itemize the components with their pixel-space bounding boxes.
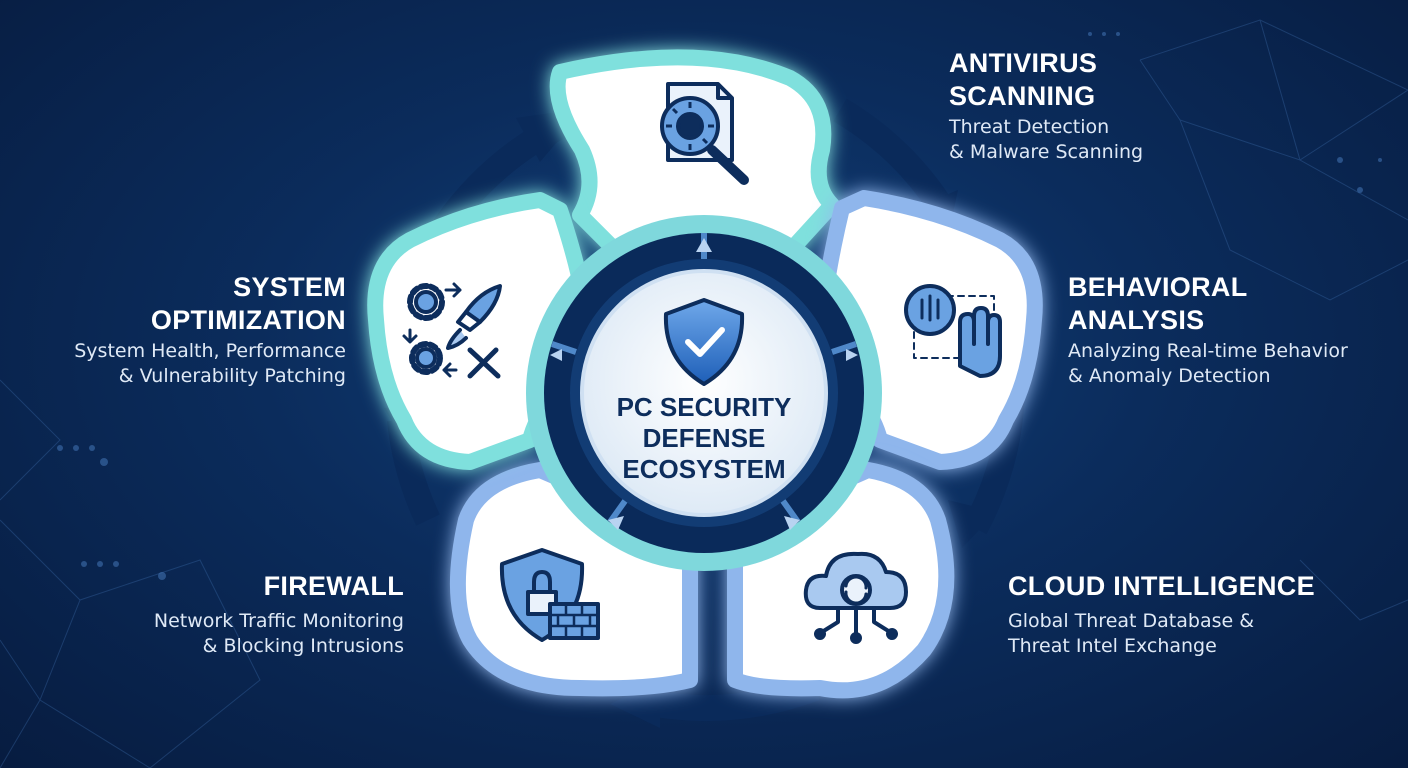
module-description: Analyzing Real-time Behavior [1068, 340, 1348, 362]
module-description: Global Threat Database & [1008, 610, 1255, 632]
shield-check-icon [663, 298, 745, 386]
module-description: Threat Detection [949, 116, 1110, 138]
gears-rocket-tools-icon [402, 282, 502, 379]
hand-stop-icon [904, 284, 1002, 378]
center-title-line: DEFENSE [642, 423, 766, 453]
center-title-line: PC SECURITY [616, 392, 792, 422]
module-title: FIREWALL [263, 571, 404, 601]
module-title: SYSTEM [233, 272, 346, 302]
module-title: BEHAVIORAL [1068, 272, 1248, 302]
module-description: & Malware Scanning [949, 141, 1144, 163]
caption-optimization: SYSTEM OPTIMIZATION System Health, Perfo… [46, 271, 346, 389]
module-title: ANTIVIRUS [949, 48, 1098, 78]
caption-firewall: FIREWALL Network Traffic Monitoring & Bl… [104, 570, 404, 659]
background-dots [57, 32, 1382, 580]
module-description: & Blocking Intrusions [202, 635, 404, 657]
center-hub [580, 269, 828, 517]
background-network-lines [0, 19, 1408, 768]
module-title: ANALYSIS [1068, 305, 1205, 335]
shield-lock-brick-wall-icon [499, 548, 600, 642]
module-description: & Vulnerability Patching [118, 365, 346, 387]
cloud-sync-icon [803, 551, 908, 644]
module-petal-antivirus[interactable] [549, 49, 840, 283]
module-description: & Anomaly Detection [1068, 365, 1271, 387]
caption-cloud: CLOUD INTELLIGENCE Global Threat Databas… [1008, 570, 1315, 659]
module-description: Network Traffic Monitoring [153, 610, 404, 632]
caption-antivirus: ANTIVIRUS SCANNING Threat Detection & Ma… [949, 47, 1143, 165]
caption-behavioral: BEHAVIORAL ANALYSIS Analyzing Real-time … [1068, 271, 1348, 389]
virus-scan-magnifier-icon [660, 82, 749, 185]
module-title: OPTIMIZATION [150, 305, 346, 335]
arrowhead-right [948, 500, 996, 548]
center-title-line: ECOSYSTEM [622, 454, 786, 484]
module-title: CLOUD INTELLIGENCE [1008, 571, 1315, 601]
center-title: PC SECURITY DEFENSE ECOSYSTEM [584, 392, 824, 485]
module-description: Threat Intel Exchange [1008, 635, 1217, 657]
module-title: SCANNING [949, 81, 1096, 111]
module-description: System Health, Performance [74, 340, 346, 362]
